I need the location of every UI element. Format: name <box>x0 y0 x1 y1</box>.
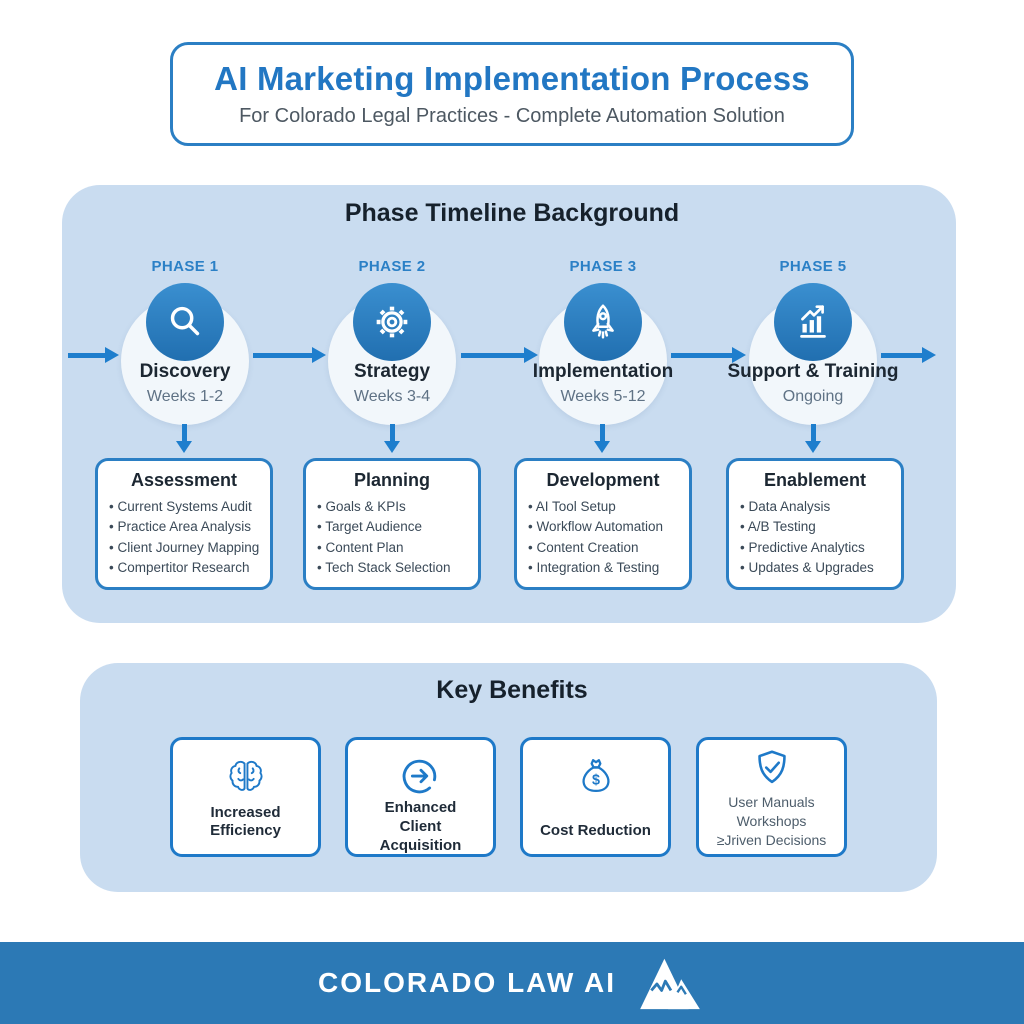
phase-name: Implementation <box>532 361 674 382</box>
down-arrow-1 <box>176 424 192 453</box>
list-item: Content Plan <box>317 538 478 558</box>
list-item: Goals & KPIs <box>317 497 478 517</box>
down-arrow-4 <box>805 424 821 453</box>
flow-arrow-1-2 <box>253 347 326 363</box>
phase-label: PHASE 5 <box>779 258 847 275</box>
list-item: Practice Area Analysis <box>109 517 270 537</box>
phase-column-support: PHASE 5 Support & Training <box>718 258 908 425</box>
rocket-icon <box>564 283 642 361</box>
benefit-line: ≥Jriven Decisions <box>716 831 827 848</box>
phase-column-implementation: PHASE 3 Implementation Weeks 5-12 <box>508 258 698 425</box>
down-arrow-3 <box>594 424 610 453</box>
list-item: Compertitor Research <box>109 558 270 578</box>
assessment-box: Assessment Current Systems Audit Practic… <box>95 458 273 590</box>
benefit-card-cost: $ Cost Reduction <box>520 737 671 857</box>
box-list: Current Systems Audit Practice Area Anal… <box>98 497 270 578</box>
development-box: Development AI Tool Setup Workflow Autom… <box>514 458 692 590</box>
svg-text:$: $ <box>592 773 600 789</box>
list-item: A/B Testing <box>740 517 901 537</box>
box-title: Assessment <box>130 470 238 490</box>
mountain-logo-icon <box>634 955 706 1011</box>
list-item: Target Audience <box>317 517 478 537</box>
arrow-circle-icon <box>398 753 444 799</box>
list-item: Data Analysis <box>740 497 901 517</box>
box-title: Development <box>546 470 660 490</box>
box-list: Data Analysis A/B Testing Predictive Ana… <box>729 497 901 578</box>
timeline-heading: Phase Timeline Background <box>344 199 680 227</box>
list-item: Integration & Testing <box>528 558 689 578</box>
footer-bar: COLORADO LAW AI <box>0 942 1024 1024</box>
shield-check-icon <box>749 747 795 791</box>
benefit-card-manuals: User Manuals Workshops ≥Jriven Decisions <box>696 737 847 857</box>
benefit-label-lines: User Manuals Workshops ≥Jriven Decisions <box>717 793 827 850</box>
benefit-card-acquisition: Enhanced Client Acquisition <box>345 737 496 857</box>
gear-icon <box>353 283 431 361</box>
list-item: Predictive Analytics <box>740 538 901 558</box>
list-item: Tech Stack Selection <box>317 558 478 578</box>
list-item: AI Tool Setup <box>528 497 689 517</box>
box-list: AI Tool Setup Workflow Automation Conten… <box>517 497 689 578</box>
header-box: AI Marketing Implementation Process For … <box>170 42 854 146</box>
box-title: Enablement <box>763 470 867 490</box>
phase-name: Strategy <box>353 361 431 382</box>
benefit-label: Cost Reduction <box>540 822 651 840</box>
list-item: Current Systems Audit <box>109 497 270 517</box>
planning-box: Planning Goals & KPIs Target Audience Co… <box>303 458 481 590</box>
flow-arrow-in <box>68 347 119 363</box>
growth-chart-icon <box>774 283 852 361</box>
phase-column-strategy: PHASE 2 Strategy Weeks 3-4 <box>297 258 487 425</box>
flow-arrow-3-4 <box>671 347 746 363</box>
money-bag-icon: $ <box>573 753 619 801</box>
benefit-line: User Manuals <box>728 794 815 810</box>
down-arrow-2 <box>384 424 400 453</box>
list-item: Workflow Automation <box>528 517 689 537</box>
magnifier-icon <box>146 283 224 361</box>
phase-duration: Weeks 5-12 <box>560 388 646 405</box>
flow-arrow-2-3 <box>461 347 538 363</box>
phase-column-discovery: PHASE 1 Discovery Weeks 1-2 <box>90 258 280 425</box>
phase-name: Discovery <box>139 361 231 382</box>
box-title: Planning <box>354 470 430 490</box>
list-item: Content Creation <box>528 538 689 558</box>
benefit-line: Workshops <box>736 812 807 829</box>
phase-node: Discovery Weeks 1-2 <box>121 283 249 425</box>
brain-icon <box>223 753 269 801</box>
list-item: Updates & Upgrades <box>740 558 901 578</box>
benefits-heading: Key Benefits <box>436 676 588 704</box>
benefit-label: Increased Efficiency <box>210 803 281 840</box>
phase-node: Support & Training Ongoing <box>728 283 899 425</box>
phase-label: PHASE 1 <box>151 258 219 275</box>
page-subtitle: For Colorado Legal Practices - Complete … <box>239 105 785 127</box>
flow-arrow-out <box>881 347 936 363</box>
enablement-box: Enablement Data Analysis A/B Testing Pre… <box>726 458 904 590</box>
benefit-card-efficiency: Increased Efficiency <box>170 737 321 857</box>
box-list: Goals & KPIs Target Audience Content Pla… <box>306 497 478 578</box>
phase-duration: Ongoing <box>782 388 844 405</box>
list-item: Client Journey Mapping <box>109 538 270 558</box>
phase-label: PHASE 2 <box>358 258 426 275</box>
phase-label: PHASE 3 <box>569 258 637 275</box>
page-title: AI Marketing Implementation Process <box>214 60 810 97</box>
phase-duration: Weeks 3-4 <box>353 388 431 405</box>
brand-name: COLORADO LAW AI <box>317 967 617 998</box>
phase-node: Strategy Weeks 3-4 <box>328 283 456 425</box>
phase-node: Implementation Weeks 5-12 <box>533 283 673 425</box>
benefit-label: Enhanced Client Acquisition <box>379 799 462 854</box>
phase-name: Support & Training <box>727 361 899 382</box>
phase-duration: Weeks 1-2 <box>146 388 224 405</box>
